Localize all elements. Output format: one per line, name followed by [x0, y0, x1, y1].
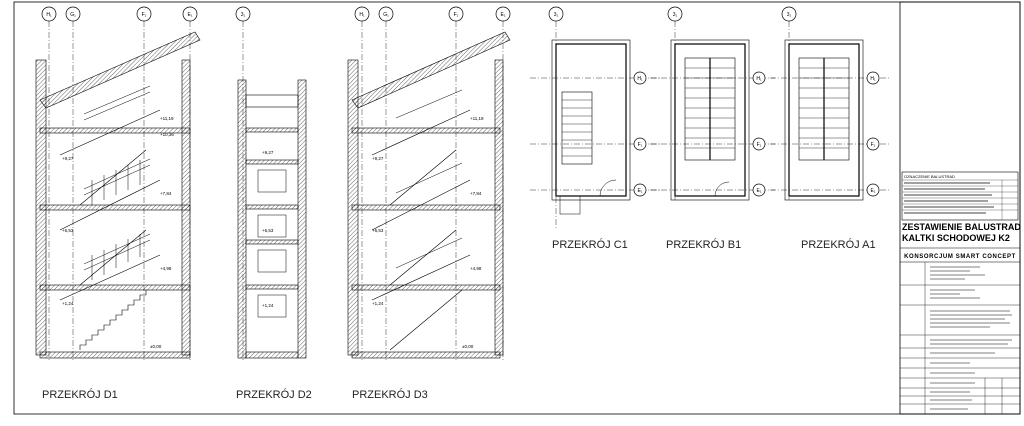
section-b1: 3₁ H₁ F₁ E₁ PRZEKRÓJ B1 — [650, 6, 775, 251]
level-d2-1: +9,27 — [262, 150, 274, 155]
svg-text:H₁: H₁ — [870, 76, 876, 82]
svg-text:H₁: H₁ — [637, 76, 643, 82]
drawing-title-line2: KALTKI SCHODOWEJ K2 — [902, 233, 1010, 243]
section-label-a1: PRZEKRÓJ A1 — [801, 238, 876, 251]
level-d3-2: +9,27 — [372, 156, 384, 161]
company-name: KONSORCJUM SMART CONCEPT — [904, 254, 1016, 260]
grid-bubble-h-d1: H₁ — [41, 6, 57, 22]
section-label-b1: PRZEKRÓJ B1 — [666, 238, 741, 251]
section-c1: 3₁ H₁ F₁ E₁ PRZEKRÓJ C1 — [530, 6, 660, 251]
grid-bubble-e-b1: E₁ — [752, 183, 766, 197]
title-block: OZNACZENIE BALUSTRAD ZESTAWIENIE BALUSTR… — [899, 1, 1021, 415]
svg-text:E₁: E₁ — [637, 188, 642, 194]
grid-bubble-f-b1: F₁ — [752, 137, 766, 151]
grid-bubble-3-d2: 3₁ — [235, 6, 251, 22]
section-label-c1: PRZEKRÓJ C1 — [552, 238, 628, 251]
level-d1-7: +1,24 — [62, 301, 74, 306]
svg-text:E₁: E₁ — [187, 12, 192, 18]
svg-text:F₁: F₁ — [871, 142, 876, 148]
level-d2-3: +1,24 — [262, 303, 274, 308]
svg-text:E₁: E₁ — [500, 12, 505, 18]
svg-text:3₁: 3₁ — [554, 12, 559, 18]
section-a1: 3₁ H₁ F₁ E₁ PRZEKRÓJ A1 — [770, 6, 890, 251]
svg-text:F₁: F₁ — [454, 12, 459, 18]
level-d2-2: +6,53 — [262, 228, 274, 233]
svg-text:F₁: F₁ — [142, 12, 147, 18]
svg-text:E₁: E₁ — [756, 188, 761, 194]
grid-bubble-3-c1: 3₁ — [548, 6, 564, 22]
svg-text:E₁: E₁ — [870, 188, 875, 194]
level-d1-5: +6,53 — [62, 228, 74, 233]
svg-text:G₁: G₁ — [70, 12, 76, 18]
level-d3-3: +7,84 — [470, 191, 482, 196]
svg-text:F₁: F₁ — [638, 142, 643, 148]
grid-bubble-3-a1: 3₁ — [781, 6, 797, 22]
level-d3-6: +1,24 — [372, 301, 384, 306]
grid-bubble-h-c1: H₁ — [633, 71, 647, 85]
grid-bubble-f-d3: F₁ — [448, 6, 464, 22]
grid-bubble-e-c1: E₁ — [633, 183, 647, 197]
level-d3-5: +4,98 — [470, 266, 482, 271]
svg-text:3₁: 3₁ — [241, 12, 246, 18]
grid-bubble-f-c1: F₁ — [633, 137, 647, 151]
section-d2: 3₁ +9,27 +6,53 +1,24 PRZEKRÓJ D2 — [235, 6, 312, 401]
level-d1-4: +7,84 — [160, 191, 172, 196]
grid-bubble-f-d1: F₁ — [136, 6, 152, 22]
grid-bubble-g-d3: G₁ — [378, 6, 394, 22]
grid-bubble-h-a1: H₁ — [866, 71, 880, 85]
level-d1-6: +4,98 — [160, 266, 172, 271]
level-d3-7: ±0,00 — [462, 344, 474, 349]
section-label-d1: PRZEKRÓJ D1 — [42, 388, 118, 401]
section-d3: H₁ G₁ F₁ E₁ +11,19 +9,27 +7,84 +6,53 +4,… — [347, 6, 511, 401]
svg-text:G₁: G₁ — [383, 12, 389, 18]
grid-bubble-f-a1: F₁ — [866, 137, 880, 151]
level-d3-1: +11,19 — [470, 116, 484, 121]
level-d1-3: +9,27 — [62, 156, 74, 161]
grid-bubble-h-b1: H₁ — [752, 71, 766, 85]
svg-text:H₁: H₁ — [756, 76, 762, 82]
grid-bubble-e-a1: E₁ — [866, 183, 880, 197]
grid-bubble-g-d1: G₁ — [65, 6, 81, 22]
grid-bubble-e-d1: E₁ — [182, 6, 198, 22]
svg-text:F₁: F₁ — [757, 142, 762, 148]
drawing-title-line1: ZESTAWIENIE BALUSTRAD — [902, 222, 1021, 232]
section-label-d3: PRZEKRÓJ D3 — [352, 388, 428, 401]
level-d1-2: +10,36 — [160, 132, 174, 137]
grid-bubble-e-d3: E₁ — [495, 6, 511, 22]
grid-bubble-h-d3: H₁ — [354, 6, 370, 22]
section-label-d2: PRZEKRÓJ D2 — [236, 388, 312, 401]
svg-text:3₁: 3₁ — [787, 12, 792, 18]
level-d1-8: ±0,00 — [150, 344, 162, 349]
legend-header: OZNACZENIE BALUSTRAD — [904, 174, 955, 179]
svg-text:H₁: H₁ — [359, 12, 365, 18]
level-d3-4: +6,53 — [372, 228, 384, 233]
svg-text:H₁: H₁ — [46, 12, 52, 18]
svg-text:3₁: 3₁ — [673, 12, 678, 18]
legend-table — [901, 171, 1019, 221]
section-d1: H₁ G₁ F₁ E₁ — [35, 6, 201, 401]
level-d1-1: +11,19 — [160, 116, 174, 121]
grid-bubble-3-b1: 3₁ — [667, 6, 683, 22]
